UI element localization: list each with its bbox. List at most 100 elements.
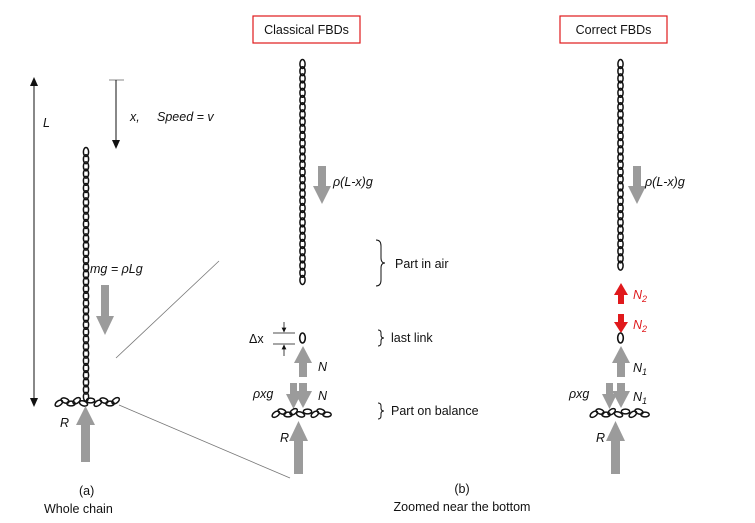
chain-link [82,341,90,352]
chain-link [299,94,306,106]
weight-arrowhead [96,316,114,335]
reaction-arrowhead-correct [606,421,625,441]
chain-pile-zoomed [271,407,332,419]
upper-weight-arrow-shaft-correct [633,166,641,187]
chain-link [299,130,306,142]
chain-link [617,188,624,199]
chain-link [82,189,90,201]
chain-link [299,173,306,185]
pile-weight-arrowhead-correct [602,394,617,409]
chain-link [617,181,624,192]
pile-link [613,410,624,418]
chain-link [617,65,624,77]
chain-link [82,333,90,345]
pile-link [111,396,121,405]
pile-weight-arrow-shaft [290,383,297,395]
chain-link [82,218,90,230]
chain-link [299,152,306,163]
chain-link [299,267,306,279]
chain-link [82,290,90,302]
last-link-correct [616,332,625,344]
upper-weight-label-correct: ρ(L-x)g [644,175,685,189]
n2-up-arrowhead [614,283,628,295]
pile-weight-label: ρxg [252,387,273,401]
chain-link [82,377,90,388]
chain-link [82,326,90,338]
pile-link [640,411,650,418]
panel-a-tag: (a) [79,484,94,498]
chain-link [82,240,90,251]
pile-link [295,410,306,418]
chain-link [299,58,306,70]
chain-link [82,362,90,374]
part-in-air-label: Part in air [395,257,449,271]
brace-part-on-balance [377,402,385,420]
chain-link [299,231,306,243]
chain-link [299,202,306,214]
n2-up-label: N2 [633,288,647,304]
pile-weight-arrowhead [286,394,301,409]
pile-link [271,410,281,419]
last-link-label: last link [391,331,433,345]
chain-link [617,116,624,127]
chain-link [299,245,306,257]
reaction-label-zoomed: R [280,431,289,445]
chain-link [82,146,90,158]
brace-part-in-air [375,239,386,287]
chain-link [299,123,306,135]
n1-down-arrowhead [612,391,630,408]
chain-link [299,159,306,171]
chain-link [82,168,90,179]
chain-link [617,260,624,271]
chain-link [299,253,306,264]
panel-a: L x, Speed = v mg = ρLg R (a) Whole chai… [30,77,291,516]
upper-weight-arrowhead-correct [628,186,646,204]
pile-link [322,411,332,418]
chain-link [299,80,306,91]
normal-up-label: N [318,360,328,374]
chain-link [617,238,624,250]
chain-link [82,305,90,316]
speed-label: Speed = v [157,110,214,124]
chain-link [82,161,90,172]
chain-link [82,197,90,208]
correct-fbd-panel: Correct FBDs ρ(L-x)g N2 N2 N1 N1 ρxg R [559,15,685,474]
chain-link [299,73,306,84]
zoom-line-upper [115,260,220,359]
chain-link [299,217,306,228]
chain-link [82,254,90,266]
chain-link [299,116,306,127]
pile-link [72,396,82,405]
chain-link [82,369,90,381]
chain-link [299,101,306,113]
chain-link [617,145,624,156]
chain-link [299,224,306,235]
chain-link [617,123,624,135]
n2-up-arrow-shaft [618,294,624,304]
reaction-label-correct: R [596,431,605,445]
chain-link [82,233,90,244]
chain-link [617,245,624,257]
x-label: x, [129,110,140,124]
panel-b-caption: Zoomed near the bottom [394,500,531,514]
part-on-balance-label: Part on balance [391,404,479,418]
chain-link [82,269,90,280]
chain-link [617,87,624,99]
dx-label: Δx [249,332,264,346]
region-annotations: Part in air last link Part on balance [375,239,479,420]
chain-link [617,94,624,106]
chain-link [82,283,90,295]
chain-link [82,153,90,165]
chain-link [617,224,624,235]
chain-link [82,355,90,367]
pile-link [620,408,631,415]
chain-link [299,137,306,149]
pile-link [54,399,64,408]
chain-link [617,166,624,178]
chain-link [617,73,624,84]
n1-down-label: N1 [633,390,647,406]
hanging-chain [82,146,90,403]
chain-link [82,319,90,331]
